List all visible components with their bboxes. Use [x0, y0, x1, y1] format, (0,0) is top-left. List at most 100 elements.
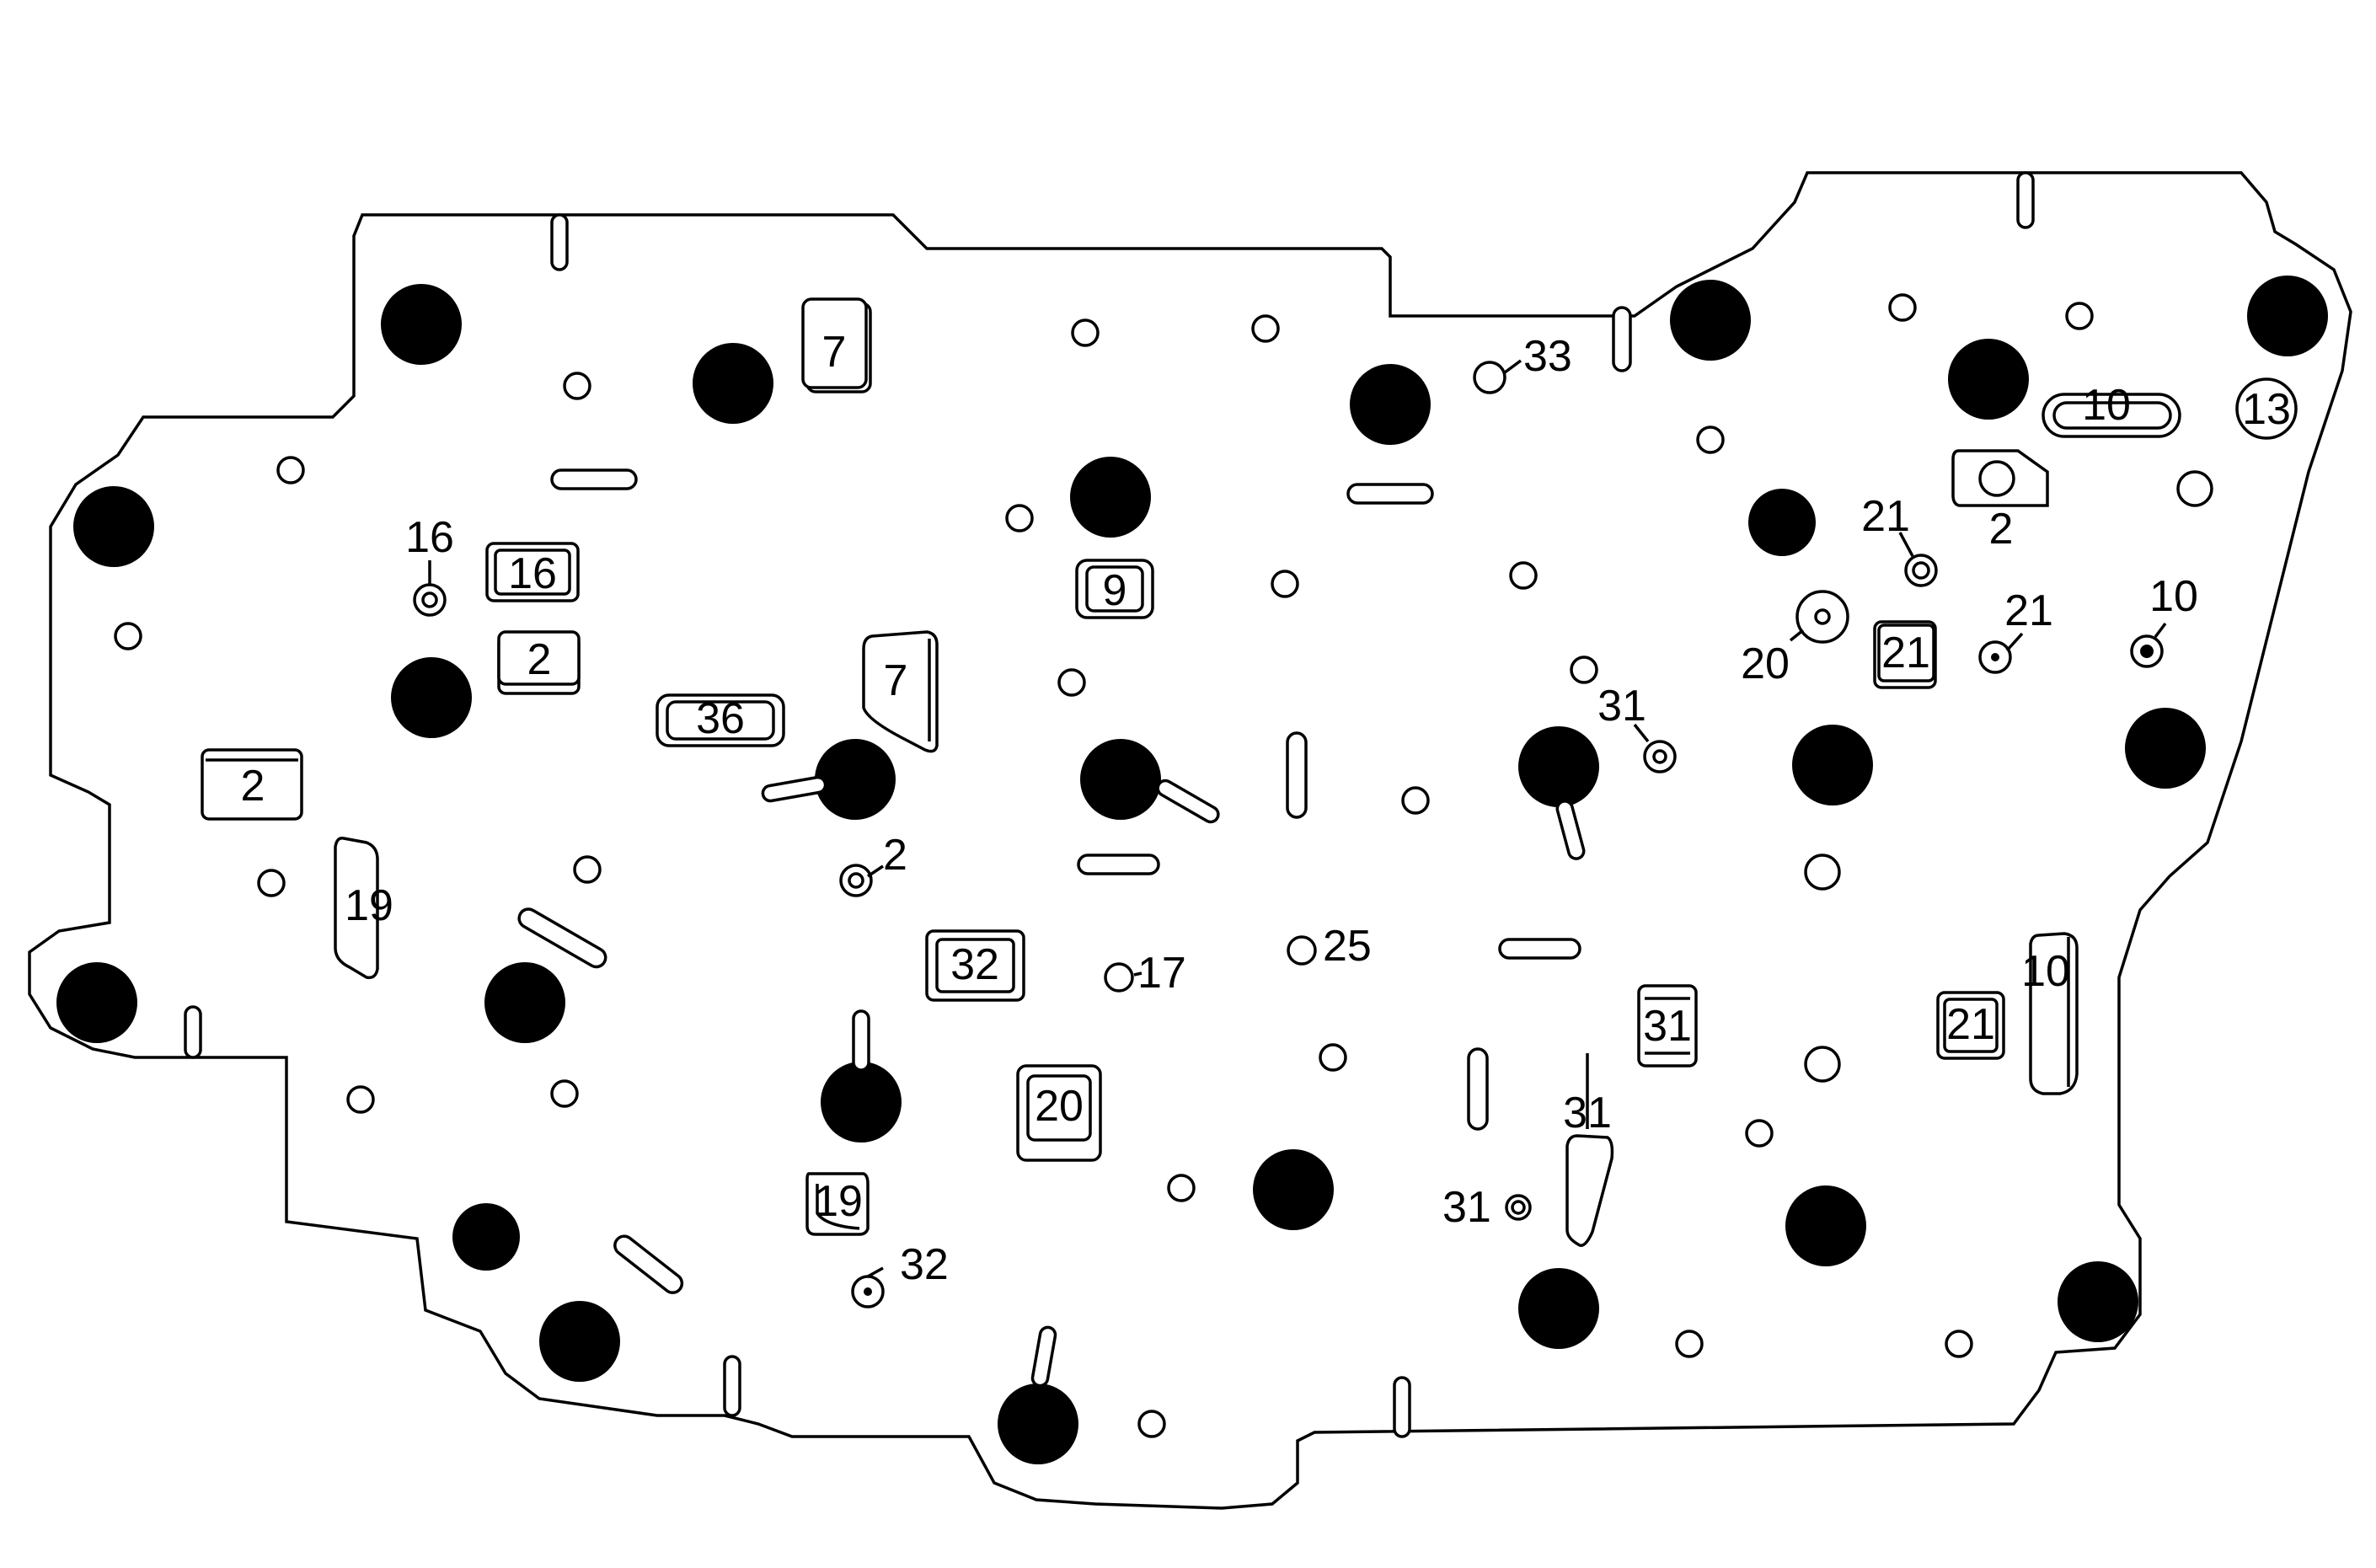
slot-10: 10	[2042, 381, 2181, 438]
svg-text:19: 19	[814, 1177, 863, 1226]
small-hole	[1745, 1119, 1774, 1148]
edge-slot	[1393, 1376, 1411, 1438]
bolt-tail-slot	[761, 775, 827, 803]
callout-10-top: 10	[2082, 381, 2131, 430]
small-hole	[1167, 1174, 1196, 1202]
svg-text:19: 19	[345, 881, 393, 930]
bolt-hole	[2058, 1261, 2138, 1342]
svg-text:16: 16	[508, 549, 557, 598]
plate-outline	[28, 171, 2352, 1510]
small-hole	[1005, 504, 1034, 532]
box-7a: 7	[801, 297, 872, 393]
box-13: 13	[2235, 377, 2298, 440]
slots	[517, 468, 1581, 1294]
svg-text:9: 9	[1103, 566, 1127, 615]
callout-10: 10	[2149, 572, 2198, 621]
box-10-vertical: 10	[2021, 932, 2079, 1095]
bolt-hole	[1748, 489, 1816, 556]
box-36: 36	[656, 693, 785, 747]
svg-text:31: 31	[1643, 1002, 1692, 1051]
small-hole	[1675, 1330, 1704, 1358]
svg-text:20: 20	[1035, 1082, 1084, 1131]
small-hole	[573, 855, 602, 884]
small-hole	[2176, 470, 2213, 507]
box-16: 16	[485, 542, 580, 602]
edge-slot	[723, 1355, 741, 1417]
edge-slot	[550, 213, 569, 271]
small-hole	[1945, 1330, 1973, 1358]
small-hole	[1804, 1046, 1841, 1083]
box-20: 20	[1016, 1064, 1102, 1162]
bolt-hole	[539, 1301, 620, 1382]
box-2a: 2	[497, 630, 581, 695]
bolt-hole	[1948, 339, 2029, 420]
bolt-hole	[1785, 1185, 1866, 1266]
ringed-holes	[413, 361, 2164, 1308]
bolt-hole	[1253, 1149, 1334, 1230]
small-hole	[2065, 302, 2094, 330]
svg-text:32: 32	[950, 940, 999, 989]
bolt-hole	[1670, 280, 1751, 361]
edge-slot	[2016, 171, 2035, 229]
box-7b: 7	[862, 630, 939, 753]
small-hole	[1888, 293, 1917, 322]
leader-lines	[428, 359, 2167, 1278]
bolt-hole	[693, 343, 773, 424]
slot	[1286, 731, 1308, 819]
bracket-2	[1951, 449, 2049, 507]
slot	[550, 468, 638, 490]
bolt-hole	[1792, 725, 1873, 805]
small-hole	[1401, 786, 1430, 815]
svg-text:7: 7	[884, 656, 908, 705]
bolt-hole	[1080, 739, 1161, 820]
small-hole	[1137, 1410, 1166, 1438]
callout-25: 25	[1323, 922, 1372, 971]
svg-text:21: 21	[1946, 1000, 1995, 1049]
bolt-hole	[2125, 708, 2206, 789]
box-19b: 19	[805, 1172, 870, 1236]
bolt-hole	[821, 1062, 902, 1143]
small-hole	[1696, 425, 1725, 454]
box-32: 32	[925, 929, 1025, 1002]
bolt-tails	[761, 775, 1586, 1388]
bolt-hole	[1518, 726, 1599, 807]
small-hole	[276, 456, 305, 484]
small-hole	[257, 869, 286, 897]
bolt-hole	[815, 739, 896, 820]
svg-text:2: 2	[527, 635, 552, 684]
callout-31c: 31	[1442, 1183, 1491, 1232]
callout-32: 32	[900, 1240, 949, 1289]
svg-text:2: 2	[241, 762, 265, 811]
small-hole	[346, 1085, 375, 1114]
box-31: 31	[1637, 984, 1698, 1068]
small-hole	[1804, 854, 1841, 891]
slot	[517, 907, 607, 969]
slot	[1498, 938, 1581, 960]
small-hole	[1509, 561, 1538, 590]
callout-31a: 31	[1597, 682, 1646, 730]
small-hole	[1071, 318, 1100, 347]
edge-slot	[1612, 306, 1632, 372]
callout-21a: 21	[1861, 492, 1910, 541]
bolt-holes	[56, 276, 2328, 1464]
small-hole	[1251, 314, 1280, 343]
bolt-hole	[381, 284, 462, 365]
svg-text:36: 36	[696, 694, 745, 743]
box-19: 19	[334, 836, 393, 980]
bolt-hole	[2247, 276, 2328, 356]
callout-17: 17	[1137, 949, 1186, 998]
small-hole	[1570, 656, 1598, 684]
small-hole	[1057, 668, 1086, 697]
bolt-hole	[452, 1203, 520, 1271]
bolt-tail-slot	[1030, 1325, 1057, 1388]
bolt-hole	[56, 962, 137, 1043]
callout-2b: 2	[1989, 505, 2014, 554]
bolt-hole	[484, 962, 565, 1043]
callout-31b: 31	[1563, 1089, 1612, 1137]
box-21a: 21	[1873, 620, 1937, 689]
callout-20: 20	[1741, 640, 1790, 688]
bolt-hole	[1070, 457, 1151, 538]
svg-text:10: 10	[2021, 947, 2070, 996]
edge-slot	[184, 1005, 202, 1059]
bolt-hole	[998, 1383, 1078, 1464]
